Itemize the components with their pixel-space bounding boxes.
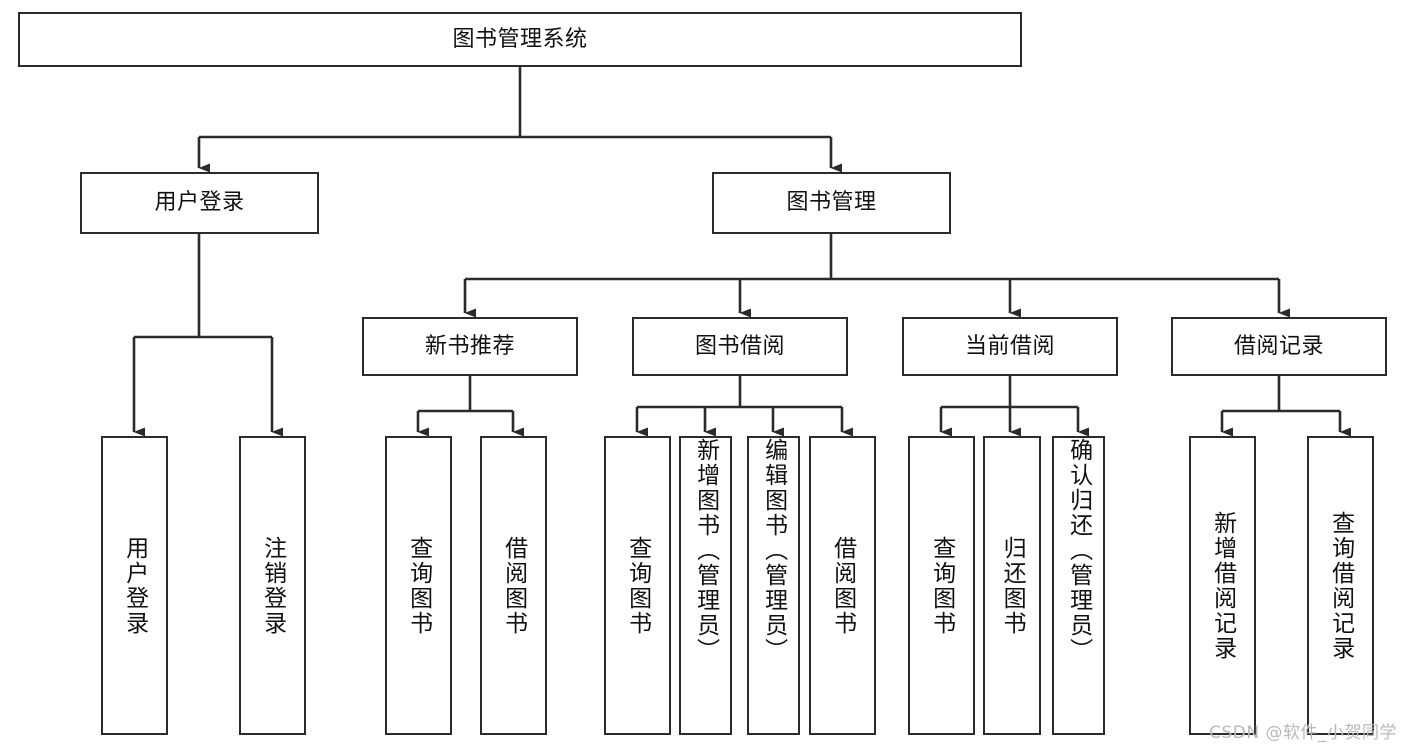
node-label: 借阅记录 — [1233, 333, 1324, 359]
leaf-query-borrow-record[interactable]: 查询借阅记录 — [1307, 436, 1374, 735]
node-label: 注销登录 — [259, 535, 286, 636]
leaf-add-book-admin[interactable]: 新增图书（管理员） — [679, 436, 732, 735]
leaf-return-book[interactable]: 归还图书 — [983, 436, 1041, 735]
node-label: 归还图书 — [999, 535, 1026, 636]
node-root[interactable]: 图书管理系统 — [18, 12, 1022, 67]
node-label: 查询图书 — [405, 535, 432, 636]
node-label: 查询图书 — [928, 535, 955, 636]
leaf-borrow-book-new[interactable]: 借阅图书 — [480, 436, 547, 735]
leaf-query-book-borrow[interactable]: 查询图书 — [604, 436, 671, 735]
node-book-management[interactable]: 图书管理 — [712, 172, 951, 234]
node-label: 当前借阅 — [964, 333, 1055, 359]
node-label: 图书管理系统 — [452, 26, 588, 52]
node-label: 新书推荐 — [424, 333, 515, 359]
leaf-borrow-book[interactable]: 借阅图书 — [809, 436, 876, 735]
node-label: 借阅图书 — [500, 535, 527, 636]
node-borrow-records[interactable]: 借阅记录 — [1171, 317, 1387, 376]
node-current-borrow[interactable]: 当前借阅 — [902, 317, 1118, 376]
node-book-borrow[interactable]: 图书借阅 — [632, 317, 848, 376]
node-label: 图书借阅 — [694, 333, 785, 359]
leaf-query-book-new[interactable]: 查询图书 — [385, 436, 452, 735]
node-label: 编辑图书（管理员） — [760, 438, 787, 663]
leaf-confirm-return-admin[interactable]: 确认归还（管理员） — [1052, 436, 1105, 735]
node-label: 图书管理 — [786, 190, 877, 216]
node-new-book-recommend[interactable]: 新书推荐 — [362, 317, 578, 376]
node-label: 查询图书 — [624, 535, 651, 636]
leaf-user-login[interactable]: 用户登录 — [101, 436, 168, 735]
node-label: 新增借阅记录 — [1209, 510, 1236, 661]
node-label: 用户登录 — [154, 190, 245, 216]
node-label: 借阅图书 — [829, 535, 856, 636]
leaf-edit-book-admin[interactable]: 编辑图书（管理员） — [747, 436, 800, 735]
node-label: 确认归还（管理员） — [1065, 438, 1092, 663]
leaf-add-borrow-record[interactable]: 新增借阅记录 — [1189, 436, 1256, 735]
node-label: 查询借阅记录 — [1327, 510, 1354, 661]
leaf-logout[interactable]: 注销登录 — [239, 436, 306, 735]
node-label: 用户登录 — [121, 535, 148, 636]
leaf-query-book-current[interactable]: 查询图书 — [908, 436, 975, 735]
node-label: 新增图书（管理员） — [692, 438, 719, 663]
node-user-login[interactable]: 用户登录 — [80, 172, 319, 234]
